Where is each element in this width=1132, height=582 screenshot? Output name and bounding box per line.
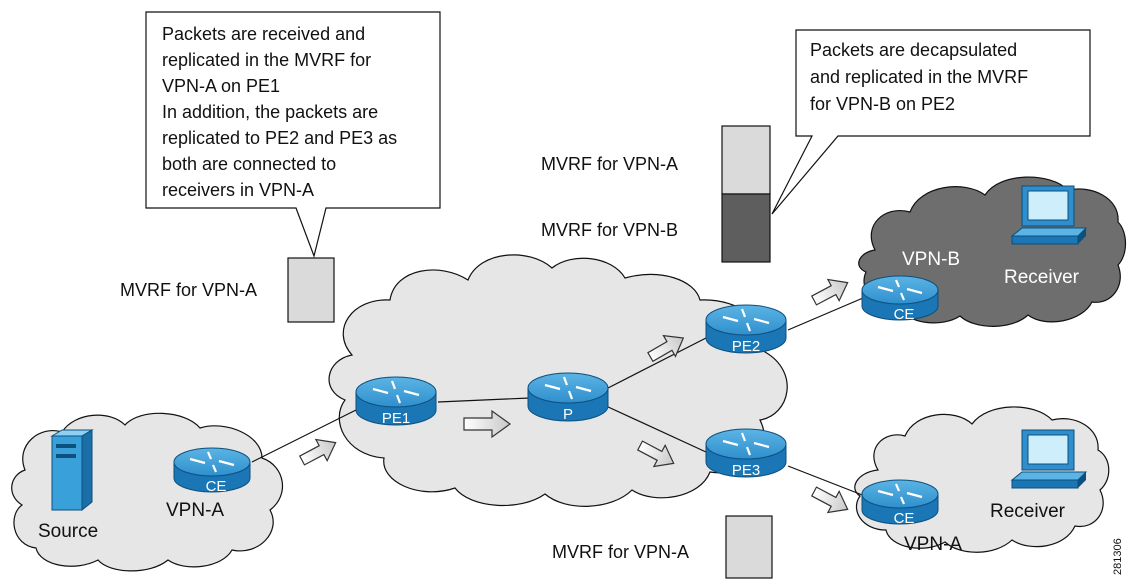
router-ce-vpn-b[interactable]: CE — [861, 275, 939, 323]
router-label: P — [563, 406, 573, 423]
router-arrows-icon — [189, 451, 235, 473]
flow-arrow-pe2-ce — [810, 278, 849, 306]
flow-arrow-pe3-ce — [810, 486, 849, 514]
router-p[interactable]: P — [527, 372, 609, 423]
links — [251, 294, 871, 499]
router-label: CE — [206, 478, 227, 495]
svg-text:Packets are decapsulated: Packets are decapsulated and replicated … — [810, 40, 1033, 114]
vpn-a-host-label: Receiver — [990, 501, 1066, 522]
vpn-b-label: VPN-B — [902, 249, 960, 270]
vpn-a-label: VPN-A — [904, 534, 962, 555]
callout-pe2: Packets are decapsulated and replicated … — [771, 29, 1091, 215]
router-ce-vpn-a[interactable]: CE — [861, 479, 939, 527]
flow-arrow-p-pe3 — [636, 440, 675, 468]
router-label: PE1 — [382, 410, 410, 427]
flow-arrow-ce-pe1 — [298, 438, 337, 466]
svg-text:Packets are received and: Packets are received and replicated in t… — [162, 24, 402, 200]
router-ce-source[interactable]: CE — [173, 447, 251, 495]
callout-pe2-line: and replicated in the MVRF — [810, 67, 1028, 87]
mvrf-pe3-label: MVRF for VPN-A — [552, 542, 689, 562]
mvrf-pe1: MVRF for VPN-A — [120, 257, 335, 323]
flow-arrows — [298, 278, 849, 514]
source-server-icon — [50, 429, 94, 512]
router-label: CE — [894, 306, 915, 323]
router-label: PE2 — [732, 338, 760, 355]
link-p-pe2 — [607, 337, 707, 389]
mvrf-pe3: MVRF for VPN-A — [552, 515, 773, 579]
router-arrows-icon — [722, 308, 770, 332]
vpn-b-host-label: Receiver — [1004, 267, 1080, 288]
link-pe1-p — [437, 397, 531, 403]
receiver-pc-icon — [1010, 185, 1088, 245]
callout-pe1-line: In addition, the packets are — [162, 102, 378, 122]
link-ce-pe1 — [251, 407, 361, 463]
router-arrows-icon — [722, 432, 770, 456]
router-arrows-icon — [544, 376, 592, 400]
callout-pe1-line: replicated in the MVRF for — [162, 50, 371, 70]
callout-pe2-line: for VPN-B on PE2 — [810, 94, 955, 114]
mvrf-pe2: MVRF for VPN-A MVRF for VPN-B — [541, 125, 771, 263]
router-pe3[interactable]: PE3 — [705, 428, 787, 479]
link-pe2-ce — [787, 294, 871, 331]
mvrf-pe2-vpn-a-label: MVRF for VPN-A — [541, 154, 678, 174]
mvrf-pe1-label: MVRF for VPN-A — [120, 280, 257, 300]
source-vpn-label: VPN-A — [166, 500, 224, 521]
router-arrows-icon — [877, 279, 923, 301]
callout-pe1-line: Packets are received and — [162, 24, 365, 44]
mvrf-pe2-vpn-b-label: MVRF for VPN-B — [541, 220, 678, 240]
flow-arrow-pe1-p — [463, 409, 512, 439]
router-arrows-icon — [372, 380, 420, 404]
source-host-label: Source — [38, 521, 98, 542]
router-pe2[interactable]: PE2 — [705, 304, 787, 355]
figure-id: 281306 — [1112, 538, 1124, 575]
router-arrows-icon — [877, 483, 923, 505]
callout-pe1-line: receivers in VPN-A — [162, 180, 314, 200]
callout-pe2-line: Packets are decapsulated — [810, 40, 1017, 60]
router-label: PE3 — [732, 462, 760, 479]
callout-pe1: Packets are received and replicated in t… — [145, 11, 441, 259]
flow-arrow-p-pe2 — [647, 334, 685, 363]
link-p-pe3 — [605, 405, 707, 453]
receiver-pc-icon — [1010, 429, 1088, 489]
callout-pe1-line: VPN-A on PE1 — [162, 76, 280, 96]
callout-pe1-line: both are connected to — [162, 154, 336, 174]
callout-pe1-line: replicated to PE2 and PE3 as — [162, 128, 397, 148]
router-pe1[interactable]: PE1 — [355, 376, 437, 427]
link-pe3-ce — [787, 465, 871, 499]
router-label: CE — [894, 510, 915, 527]
